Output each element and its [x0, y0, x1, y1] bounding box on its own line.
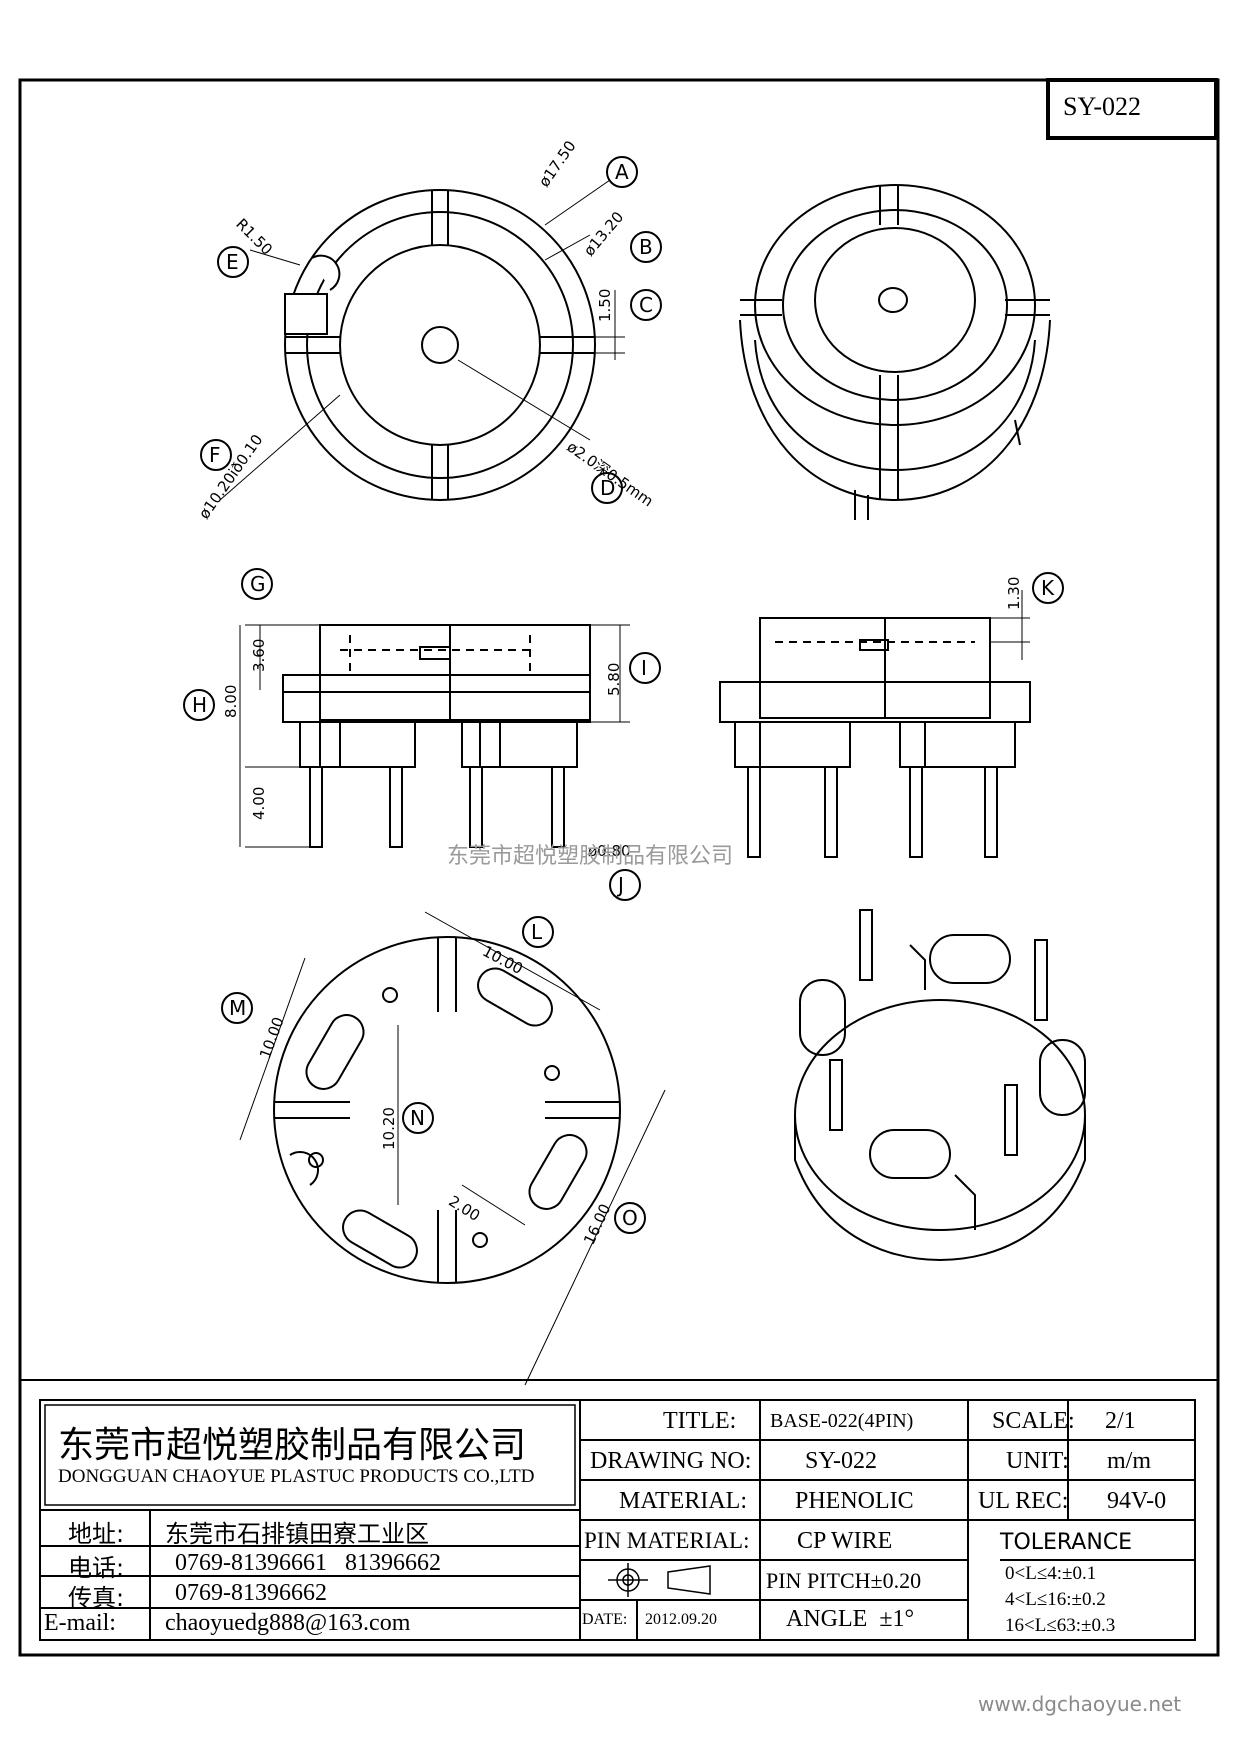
tolerance-row-2: 4<L≤16:±0.2	[1005, 1589, 1106, 1610]
unit-label: UNIT:	[1006, 1448, 1069, 1474]
code-box	[1046, 78, 1218, 140]
label-a: A	[615, 160, 629, 184]
dim-k: 1.30	[1005, 576, 1023, 610]
label-l: L	[531, 920, 543, 944]
material-value: PHENOLIC	[795, 1488, 914, 1514]
company-name-cn: 东莞市超悦塑胶制品有限公司	[58, 1425, 527, 1466]
label-g: G	[250, 572, 266, 596]
dim-g: 3.60	[250, 638, 268, 672]
iso-view-bottom	[794, 909, 1086, 1262]
title-block	[39, 1399, 1196, 1641]
pin-material-value: CP WIRE	[797, 1528, 893, 1554]
company-name-en: DONGGUAN CHAOYUE PLASTUC PRODUCTS CO.,LT…	[58, 1466, 535, 1487]
title-label: TITLE:	[663, 1408, 737, 1434]
pin-pitch: PIN PITCH±0.20	[766, 1568, 922, 1593]
pin-material-label: PIN MATERIAL:	[584, 1528, 750, 1553]
label-b: B	[639, 235, 653, 259]
date-label: DATE:	[582, 1611, 628, 1628]
fax-label: 传真:	[68, 1584, 125, 1612]
scale-label: SCALE:	[992, 1408, 1075, 1434]
dim-i: 5.80	[605, 662, 623, 696]
side-view-front	[183, 568, 661, 901]
dim-j: ø0.80	[588, 842, 631, 860]
iso-view-top	[739, 184, 1051, 520]
dim-c: 1.50	[596, 288, 614, 322]
date-value: 2012.09.20	[645, 1611, 717, 1628]
label-h: H	[192, 693, 208, 717]
phone-value: 0769-81396661 81396662	[175, 1550, 441, 1576]
watermark: 东莞市超悦塑胶制品有限公司	[447, 844, 734, 869]
address-value: 东莞市石排镇田寮工业区	[165, 1520, 429, 1548]
top-view	[200, 156, 662, 504]
label-f: F	[209, 443, 221, 467]
angle-tolerance: ANGLE ±1°	[786, 1606, 915, 1632]
material-label: MATERIAL:	[619, 1488, 747, 1514]
dim-pin: 4.00	[250, 786, 268, 820]
side-view-rear	[719, 572, 1064, 858]
email-label: E-mail:	[44, 1610, 116, 1636]
tolerance-label: TOLERANCE	[1000, 1530, 1133, 1555]
label-n: N	[410, 1106, 425, 1130]
drawing-no-label: DRAWING NO:	[590, 1448, 752, 1474]
label-d: D	[600, 476, 616, 500]
phone-label: 电话:	[68, 1554, 125, 1582]
label-o: O	[622, 1206, 638, 1230]
dim-n: 10.20	[380, 1107, 398, 1150]
tolerance-row-1: 0<L≤4:±0.1	[1005, 1563, 1097, 1584]
label-c: C	[639, 293, 653, 317]
bottom-view	[221, 911, 666, 1386]
label-j: J	[618, 873, 624, 897]
label-k: K	[1041, 576, 1055, 600]
website: www.dgchaoyue.net	[978, 1692, 1182, 1716]
email-value: chaoyuedg888@163.com	[165, 1610, 411, 1636]
address-label: 地址:	[68, 1520, 125, 1548]
ul-label: UL REC:	[978, 1488, 1069, 1514]
scale-value: 2/1	[1105, 1408, 1136, 1434]
unit-value: m/m	[1107, 1448, 1152, 1474]
title-value: BASE-022(4PIN)	[770, 1410, 914, 1432]
outer-border	[18, 78, 1220, 1657]
label-i: I	[641, 656, 647, 680]
label-e: E	[226, 250, 239, 274]
label-m: M	[229, 996, 247, 1020]
ul-value: 94V-0	[1107, 1488, 1167, 1514]
drawing-code: SY-022	[1063, 92, 1142, 121]
drawing-no-value: SY-022	[805, 1448, 878, 1474]
fax-value: 0769-81396662	[175, 1580, 327, 1606]
dim-h: 8.00	[222, 684, 240, 718]
tolerance-row-3: 16<L≤63:±0.3	[1005, 1615, 1116, 1636]
